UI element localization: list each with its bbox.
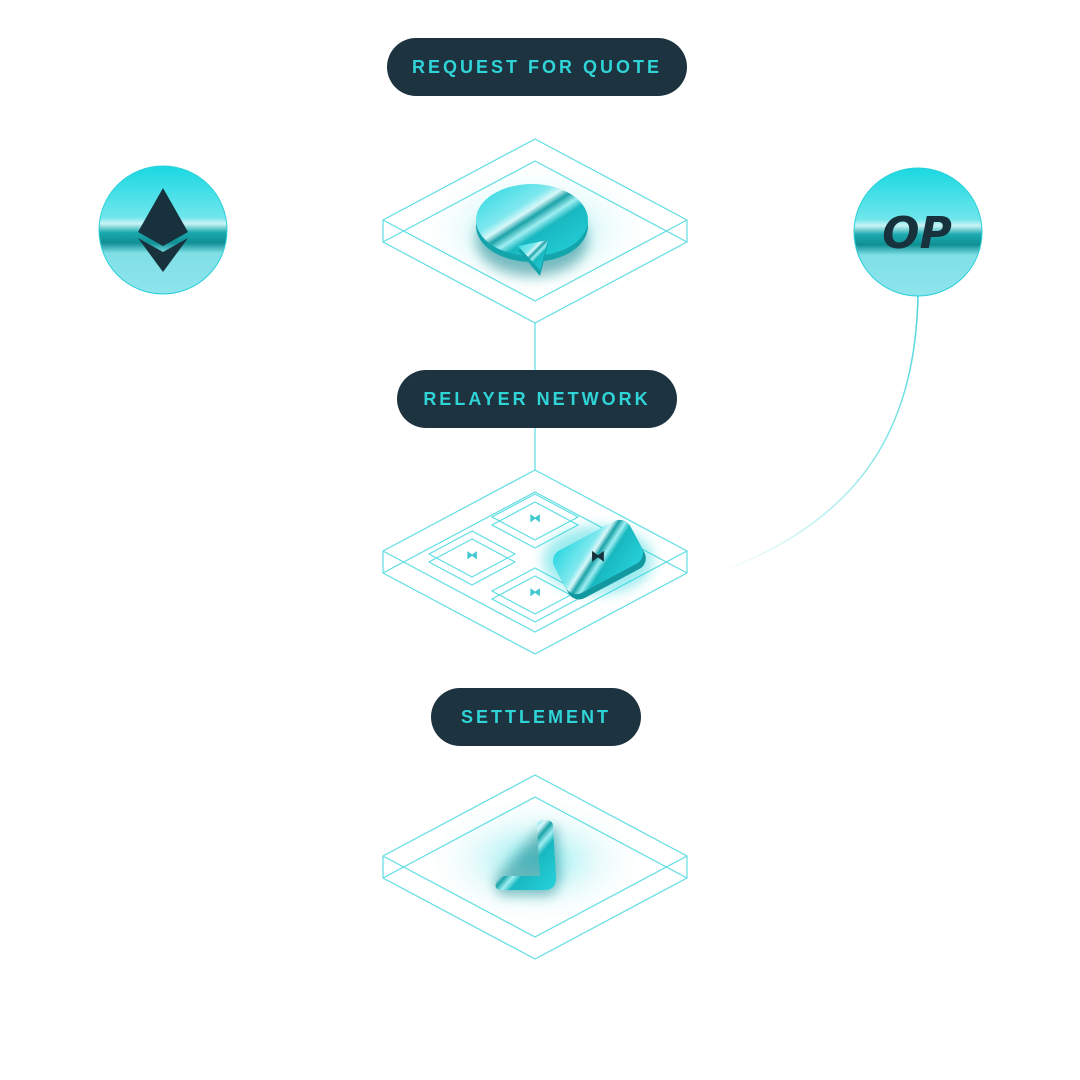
settlement-platform — [382, 774, 688, 960]
svg-text:⧓: ⧓ — [591, 547, 606, 565]
op-connector — [717, 295, 919, 574]
ethereum-icon — [98, 165, 228, 295]
request-for-quote-label: REQUEST FOR QUOTE — [387, 38, 687, 96]
chat-bubble-icon — [476, 184, 588, 276]
rfq-platform — [382, 138, 688, 324]
connector-lines — [280, 230, 919, 574]
optimism-icon: OP — [853, 167, 983, 297]
checkmark-icon — [494, 820, 560, 895]
optimism-label: OP — [882, 208, 952, 259]
svg-text:⧓: ⧓ — [529, 585, 541, 599]
svg-text:⧓: ⧓ — [466, 548, 478, 562]
settlement-label: SETTLEMENT — [431, 688, 641, 746]
relayer-node-active: ⧓ — [543, 519, 653, 600]
relayer-node-left: ⧓ — [427, 530, 517, 586]
svg-text:⧓: ⧓ — [529, 511, 541, 525]
relayer-network-label: RELAYER NETWORK — [397, 370, 677, 428]
relayer-platform: ⧓ ⧓ ⧓ ⧓ — [382, 469, 688, 655]
relayer-node-top: ⧓ — [490, 493, 580, 549]
